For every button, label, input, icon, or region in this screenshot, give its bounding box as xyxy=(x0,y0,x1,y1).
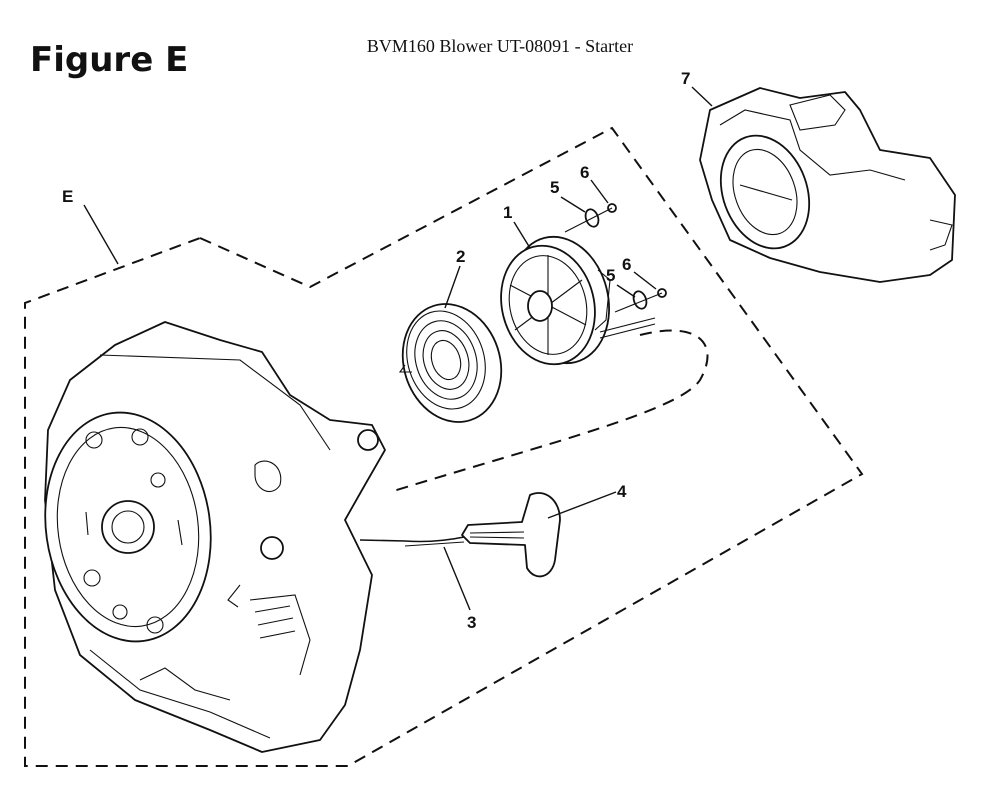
starter-rope-part-3 xyxy=(359,536,465,547)
callout-e: E xyxy=(62,187,73,206)
starter-housing xyxy=(44,321,386,753)
diagram-title: BVM160 Blower UT-08091 - Starter xyxy=(366,36,634,56)
rope-pulley-part-1 xyxy=(500,235,656,366)
rope-route-dashed xyxy=(389,329,709,493)
callout-6-lower: 6 xyxy=(622,255,631,274)
starter-handle-part-4 xyxy=(461,492,561,578)
assembly-boundary xyxy=(24,126,864,767)
callout-1: 1 xyxy=(503,203,512,222)
washer-screw-set-upper xyxy=(564,203,617,233)
callout-7: 7 xyxy=(681,69,690,88)
leader-lines xyxy=(83,86,713,611)
callout-4: 4 xyxy=(617,482,627,501)
callout-5-upper: 5 xyxy=(550,178,559,197)
callout-6-upper: 6 xyxy=(580,163,589,182)
callout-2: 2 xyxy=(456,247,465,266)
recoil-spring-part-2 xyxy=(398,303,503,423)
callout-5-lower: 5 xyxy=(606,266,615,285)
washer-screw-set-lower xyxy=(614,288,667,313)
callout-3: 3 xyxy=(467,613,476,632)
fan-cover-part-7 xyxy=(699,87,956,283)
figure-label: Figure E xyxy=(30,40,189,80)
